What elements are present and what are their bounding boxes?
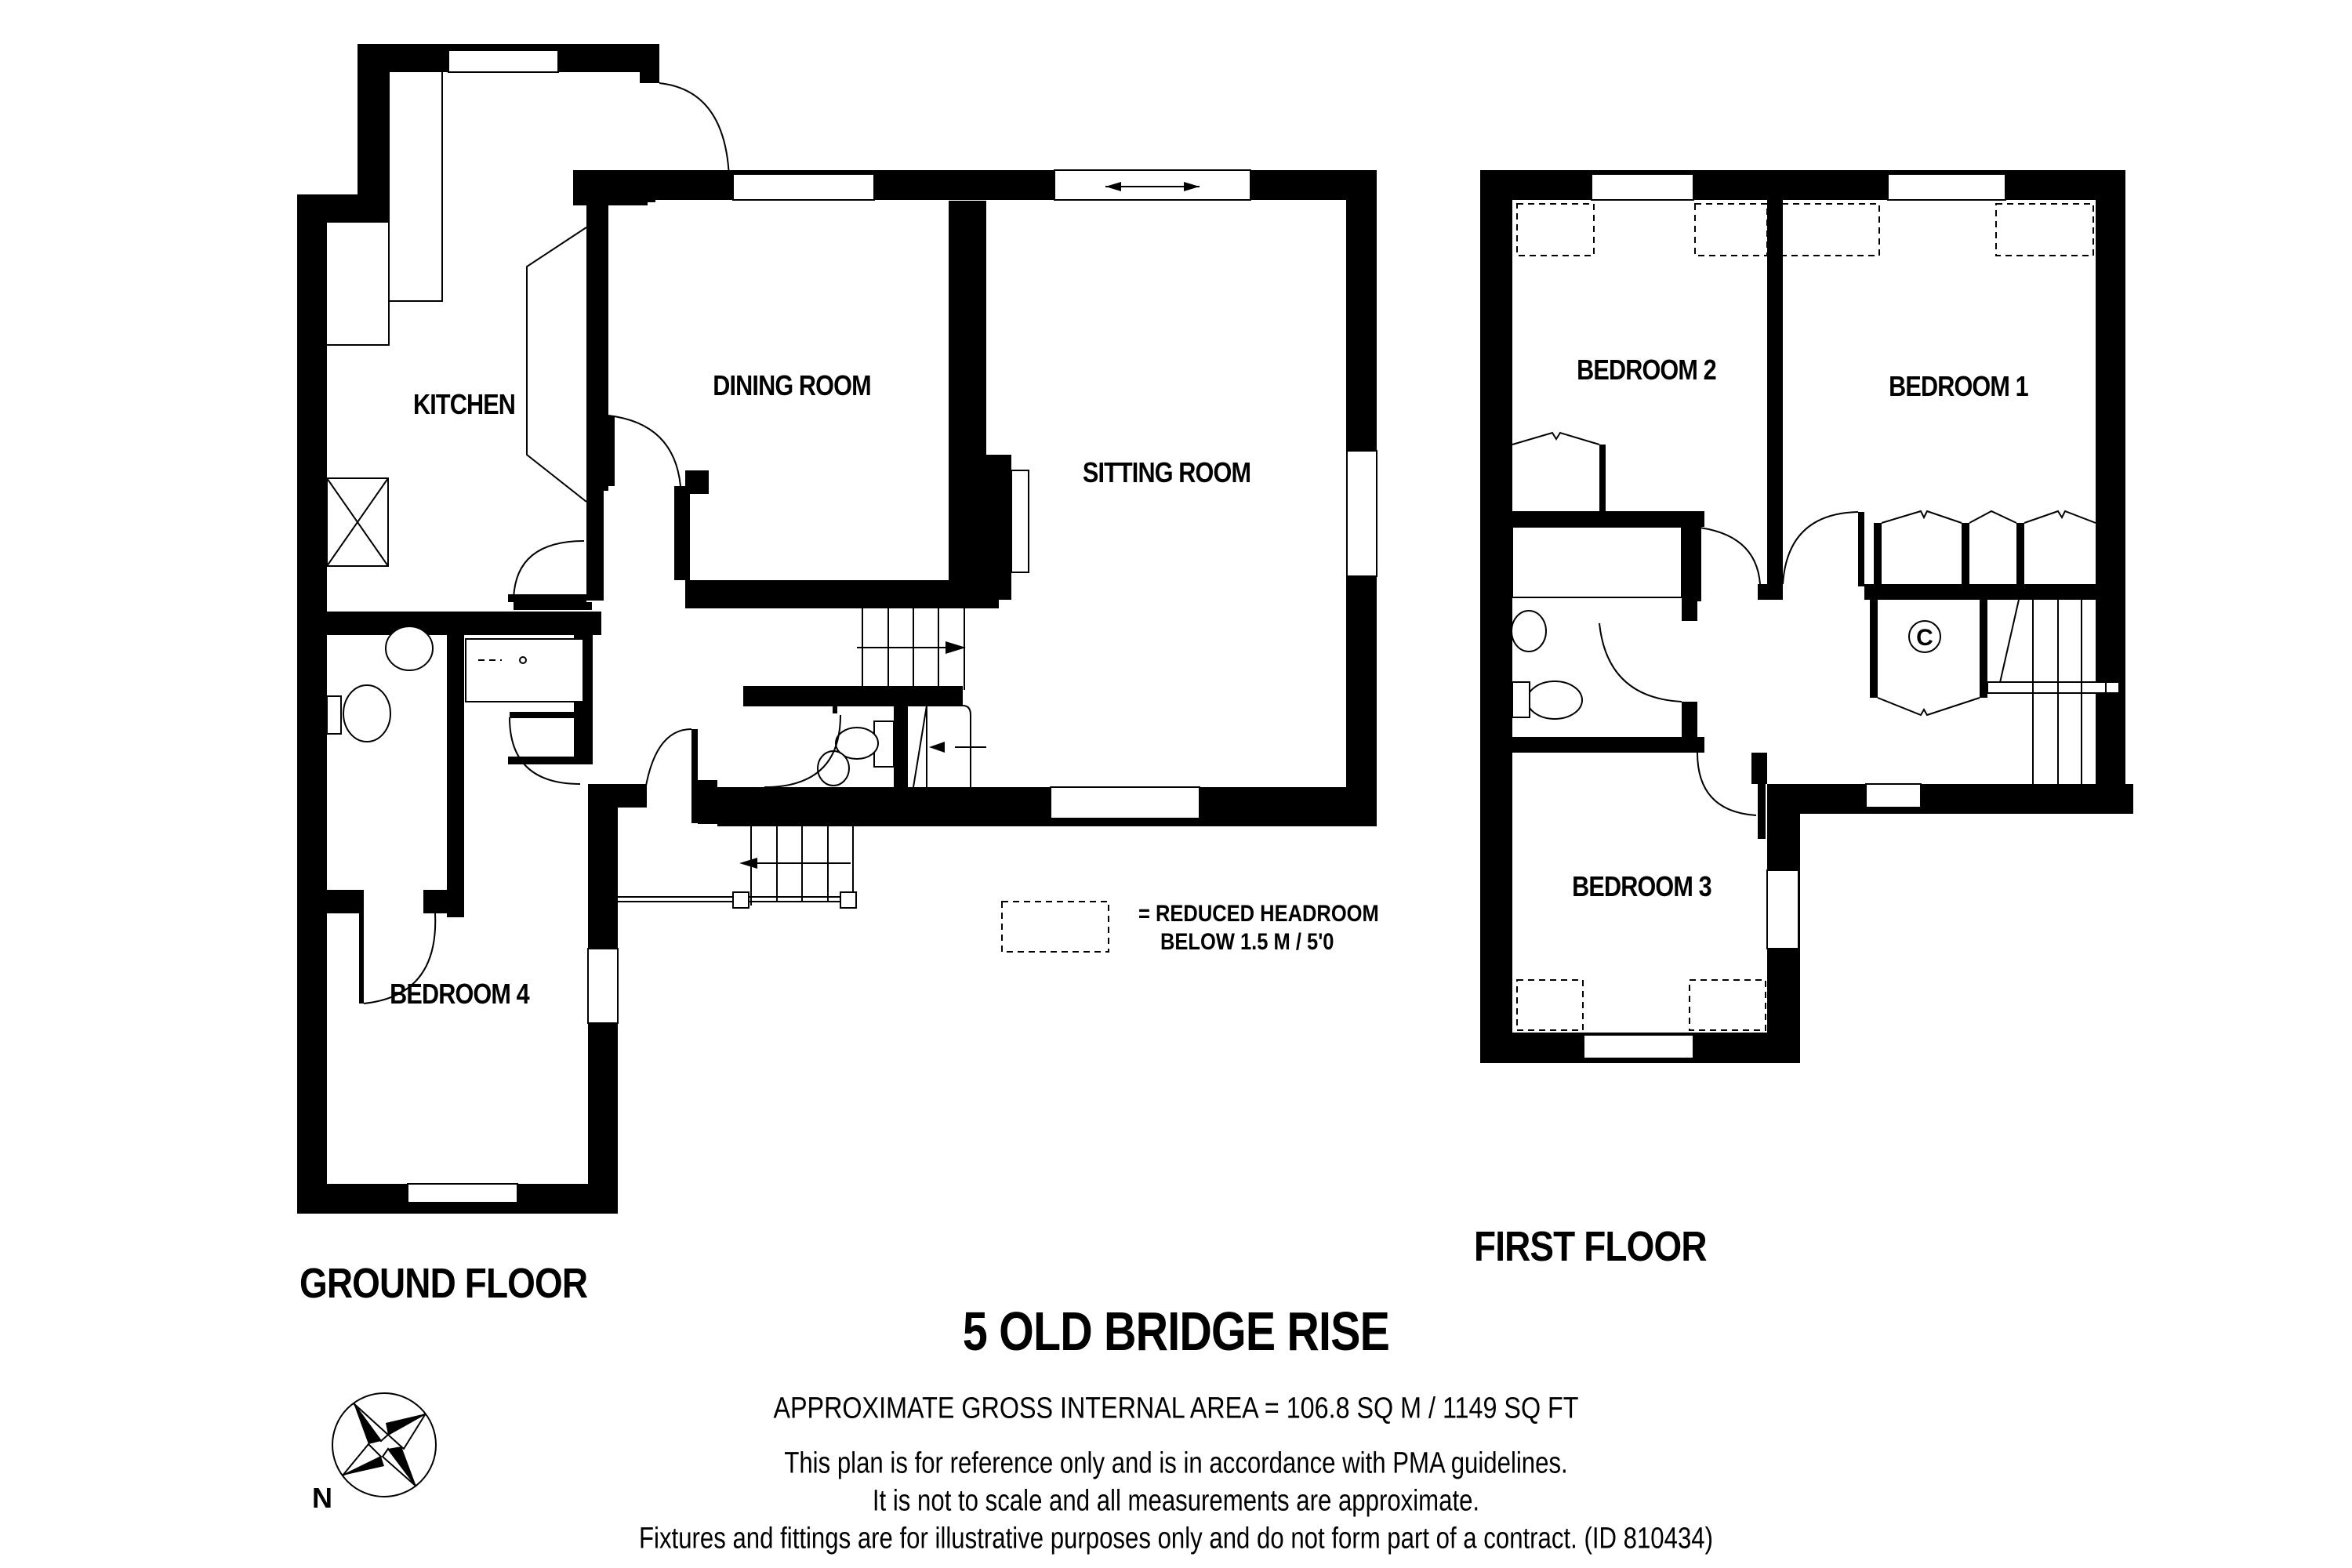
first-floor-plan: C <box>1480 170 2133 1063</box>
door-swing-bedroom4 <box>363 913 437 1004</box>
window-dining <box>732 173 875 201</box>
door-swing-bath <box>509 717 581 785</box>
window-bedroom1 <box>1887 173 2006 201</box>
room-label-sitting-room: SITTING ROOM <box>1082 456 1251 488</box>
staircase-ground <box>857 608 966 690</box>
ground-floor-plan <box>297 44 1377 1214</box>
bath-icon <box>1512 526 1682 598</box>
door-swing-bath <box>1599 622 1682 702</box>
first-floor-label: FIRST FLOOR <box>1474 1223 1707 1270</box>
window-bedroom4-side <box>587 948 619 1024</box>
door-swing-wc <box>764 714 841 788</box>
staircase-first <box>1987 599 2120 784</box>
hob-icon <box>326 477 389 567</box>
room-label-kitchen: KITCHEN <box>412 388 516 420</box>
cupboard-c-label: C <box>1916 625 1933 651</box>
window-sitting-front <box>1050 786 1200 819</box>
window <box>448 49 559 73</box>
door-swing-bedroom3 <box>1697 752 1757 816</box>
property-title: 5 OLD BRIDGE RISE <box>962 1301 1390 1362</box>
window-bedroom3-side <box>1766 869 1799 949</box>
window-sitting-side <box>1346 450 1377 577</box>
window-bedroom2 <box>1591 173 1694 201</box>
room-label-bedroom-2: BEDROOM 2 <box>1577 354 1717 386</box>
door-swing <box>659 82 730 178</box>
toilet-icon <box>343 684 391 742</box>
disclaimer-line-1: This plan is for reference only and is i… <box>784 1446 1568 1480</box>
external-steps <box>618 826 857 909</box>
window-bedroom4 <box>407 1183 518 1203</box>
patio-door <box>1054 169 1251 201</box>
room-label-dining-room: DINING ROOM <box>713 369 871 401</box>
fireplace-hearth <box>1011 470 1029 573</box>
door-swing-kitchen <box>513 540 585 603</box>
disclaimer-line-3: Fixtures and fittings are for illustrati… <box>638 1522 1714 1555</box>
shower-tray-icon <box>465 638 584 702</box>
basin-icon <box>1511 610 1547 652</box>
compass-north-label: N <box>312 1482 332 1514</box>
legend-line-2: BELOW 1.5 M / 5'0 <box>1160 929 1334 955</box>
legend-line-1: = REDUCED HEADROOM <box>1138 901 1379 927</box>
basin-icon <box>385 626 434 671</box>
room-label-bedroom-3: BEDROOM 3 <box>1572 870 1712 902</box>
ground-floor-label: GROUND FLOOR <box>299 1260 588 1307</box>
room-label-bedroom-1: BEDROOM 1 <box>1889 370 2029 402</box>
door-swing-bedroom1 <box>1782 511 1859 585</box>
room-label-bedroom-4: BEDROOM 4 <box>390 978 530 1010</box>
door-swing-bedroom2 <box>1693 526 1761 585</box>
cupboard-c-marker <box>1908 620 1941 653</box>
toilet-icon <box>835 727 879 760</box>
gross-internal-area: APPROXIMATE GROSS INTERNAL AREA = 106.8 … <box>773 1392 1579 1425</box>
window-bedroom3 <box>1583 1034 1694 1059</box>
disclaimer-line-2: It is not to scale and all measurements … <box>872 1484 1480 1518</box>
toilet-icon <box>1526 681 1583 720</box>
compass-rose-icon <box>332 1392 437 1497</box>
reduced-headroom-legend-symbol <box>1001 901 1109 953</box>
window-landing <box>1865 783 1922 808</box>
door-swing-front <box>642 728 692 808</box>
door-swing-dining <box>608 415 681 487</box>
